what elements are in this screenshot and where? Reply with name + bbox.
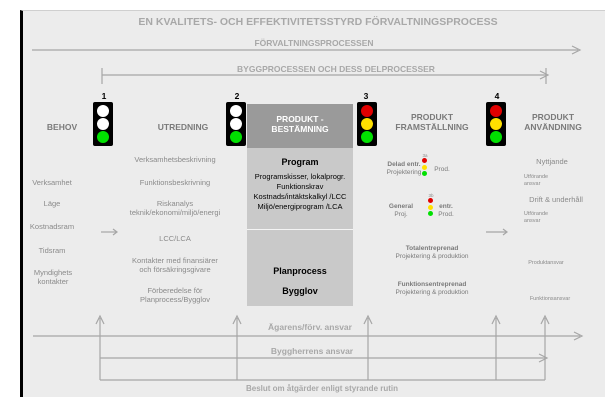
delad-line1: Delad entr. — [387, 161, 421, 168]
utredning-item-line1: Kontakter med finansiärer — [132, 256, 218, 265]
beslut-label: Beslut om åtgärder enligt styrande rutin — [245, 384, 399, 393]
total-line1: Totalentreprenad — [405, 245, 459, 252]
utredning-item: Verksamhetsbeskrivning — [134, 155, 216, 164]
program-heading: Program — [281, 157, 319, 167]
anvandning-item: Drift & underhåll — [529, 195, 583, 204]
light-number-3: 3 — [363, 91, 369, 101]
anvandning-note-line2: ansvar — [523, 180, 541, 187]
agarens-arrowhead — [573, 331, 584, 341]
bygg-label: BYGGPROCESSEN OCH DESS DELPROCESSER — [237, 64, 435, 74]
funktionsentreprenad: Funktionsentreprenad Projektering & prod… — [396, 281, 469, 297]
phase-behov: BEHOV — [46, 122, 78, 132]
byggherrens-arrowhead — [538, 353, 549, 363]
general-entreprenad: General Proj. — [389, 203, 413, 219]
behov-item-line2: kontakter — [37, 277, 69, 286]
program-details: Programskisser, lokalprogr. Funktionskra… — [254, 172, 347, 212]
utredning-item-line2: teknik/ekonomi/miljö/energi — [129, 208, 221, 217]
phase-framstallning-line1: PRODUKT — [410, 112, 454, 122]
behov-item: Tidsram — [38, 246, 66, 255]
anvandning-note: Utförande ansvar — [524, 211, 548, 224]
anvandning-item: Nyttjande — [536, 157, 568, 166]
program-detail-line: Programskisser, lokalprogr. — [254, 172, 346, 181]
phase-anvandning-line1: PRODUKT — [531, 112, 575, 122]
phase-anvandning-line2: ANVÄNDNING — [524, 122, 582, 132]
bygg-arrowhead — [539, 70, 550, 80]
behov-item: Verksamhet — [32, 178, 72, 187]
main-title: EN KVALITETS- OCH EFFEKTIVITETSSTYRD FÖR… — [138, 16, 498, 28]
anvandning-note: Produktansvar — [528, 260, 564, 266]
light-number-2: 2 — [234, 91, 240, 101]
mini-traffic-light-3b-icon — [427, 198, 435, 218]
general-line1: General — [388, 203, 414, 210]
utredning-item: Kontakter med finansiärer och försäkring… — [132, 256, 218, 274]
behov-arrowhead — [112, 228, 118, 236]
entr-line: entr. — [439, 203, 453, 210]
behov-item: Kostnadsram — [29, 222, 75, 231]
totalentreprenad: Totalentreprenad Projektering & produkti… — [396, 245, 469, 261]
light-number-1: 1 — [101, 91, 107, 101]
behov-item: Läge — [43, 199, 61, 208]
phase-produktanvandning: PRODUKT ANVÄNDNING — [524, 112, 582, 132]
delad-entreprenad: Delad entr. Projektering — [387, 161, 422, 177]
traffic-light-2-icon — [226, 102, 246, 146]
program-detail-line: Funktionskrav — [276, 182, 324, 191]
utredning-item-line1: Förberedelse för — [147, 286, 203, 295]
traffic-light-1-icon — [93, 102, 113, 146]
funktion-line2: Projektering & produktion — [395, 289, 469, 296]
mini-light-3a-label: 3a — [422, 153, 428, 158]
phase-produktbestamning-line2: BESTÄMNING — [271, 124, 329, 134]
mini-traffic-light-3a-icon — [421, 158, 429, 178]
anvandning-note: Utförande ansvar — [524, 174, 548, 187]
utredning-item-line1: Riskanalys — [156, 199, 194, 208]
program-detail-line: Kostnads/intäktskalkyl /LCC — [253, 192, 347, 201]
phase-produktbestamning-line1: PRODUKT - — [276, 114, 324, 124]
general-line2: Proj. — [394, 211, 408, 218]
anvandning-note-line1: Utförande — [523, 174, 549, 180]
anvandning-note-line2: ansvar — [523, 217, 541, 224]
phase-utredning: UTREDNING — [157, 122, 209, 132]
anvandning-note: Funktionsansvar — [529, 296, 571, 302]
traffic-light-4-icon — [486, 102, 506, 146]
light-number-4: 4 — [494, 91, 500, 101]
entr-prod-label: entr. Prod. — [438, 203, 454, 219]
phase-framstallning-line2: FRAMSTÄLLNING — [395, 122, 469, 132]
byggherrens-label: Byggherrens ansvar — [270, 346, 354, 356]
behov-item: Myndighets kontakter — [34, 268, 72, 286]
traffic-light-3-icon — [357, 102, 377, 146]
delad-line2: Projektering — [386, 169, 422, 176]
program-detail-line: Miljö/energiprogram /LCA — [257, 202, 343, 211]
phase-produktframstallning: PRODUKT FRAMSTÄLLNING — [395, 112, 468, 132]
prod-line: Prod. — [438, 211, 454, 218]
phase-produktbestamning: PRODUKT - BESTÄMNING — [271, 114, 328, 134]
behov-item-line1: Myndighets — [33, 268, 73, 277]
prod-label-1: Prod. — [434, 166, 450, 173]
utredning-item: LCC/LCA — [159, 234, 191, 243]
bygglov-label: Bygglov — [282, 286, 318, 296]
utredning-item: Förberedelse för Planprocess/Bygglov — [140, 286, 210, 304]
anvandning-note-line1: Utförande — [523, 211, 549, 217]
funktion-line1: Funktionsentreprenad — [397, 281, 467, 288]
utredning-item-line2: och försäkringsgivare — [139, 265, 211, 274]
utredning-item: Riskanalys teknik/ekonomi/miljö/energi — [130, 199, 220, 217]
forvaltning-label: FÖRVALTNINGSPROCESSEN — [254, 38, 374, 48]
total-line2: Projektering & produktion — [395, 253, 469, 260]
forvaltning-arrowhead — [571, 45, 582, 55]
mini-light-3b-label: 3b — [428, 193, 434, 198]
planprocess-label: Planprocess — [273, 266, 327, 276]
produktbestamning-header-box — [247, 104, 353, 148]
utredning-item-line2: Planprocess/Bygglov — [139, 295, 211, 304]
utredning-item: Funktionsbeskrivning — [139, 178, 211, 187]
agarens-label: Ägarens/förv. ansvar — [268, 322, 352, 332]
framstallning-arrowhead — [502, 228, 508, 236]
center-separator — [247, 229, 353, 230]
